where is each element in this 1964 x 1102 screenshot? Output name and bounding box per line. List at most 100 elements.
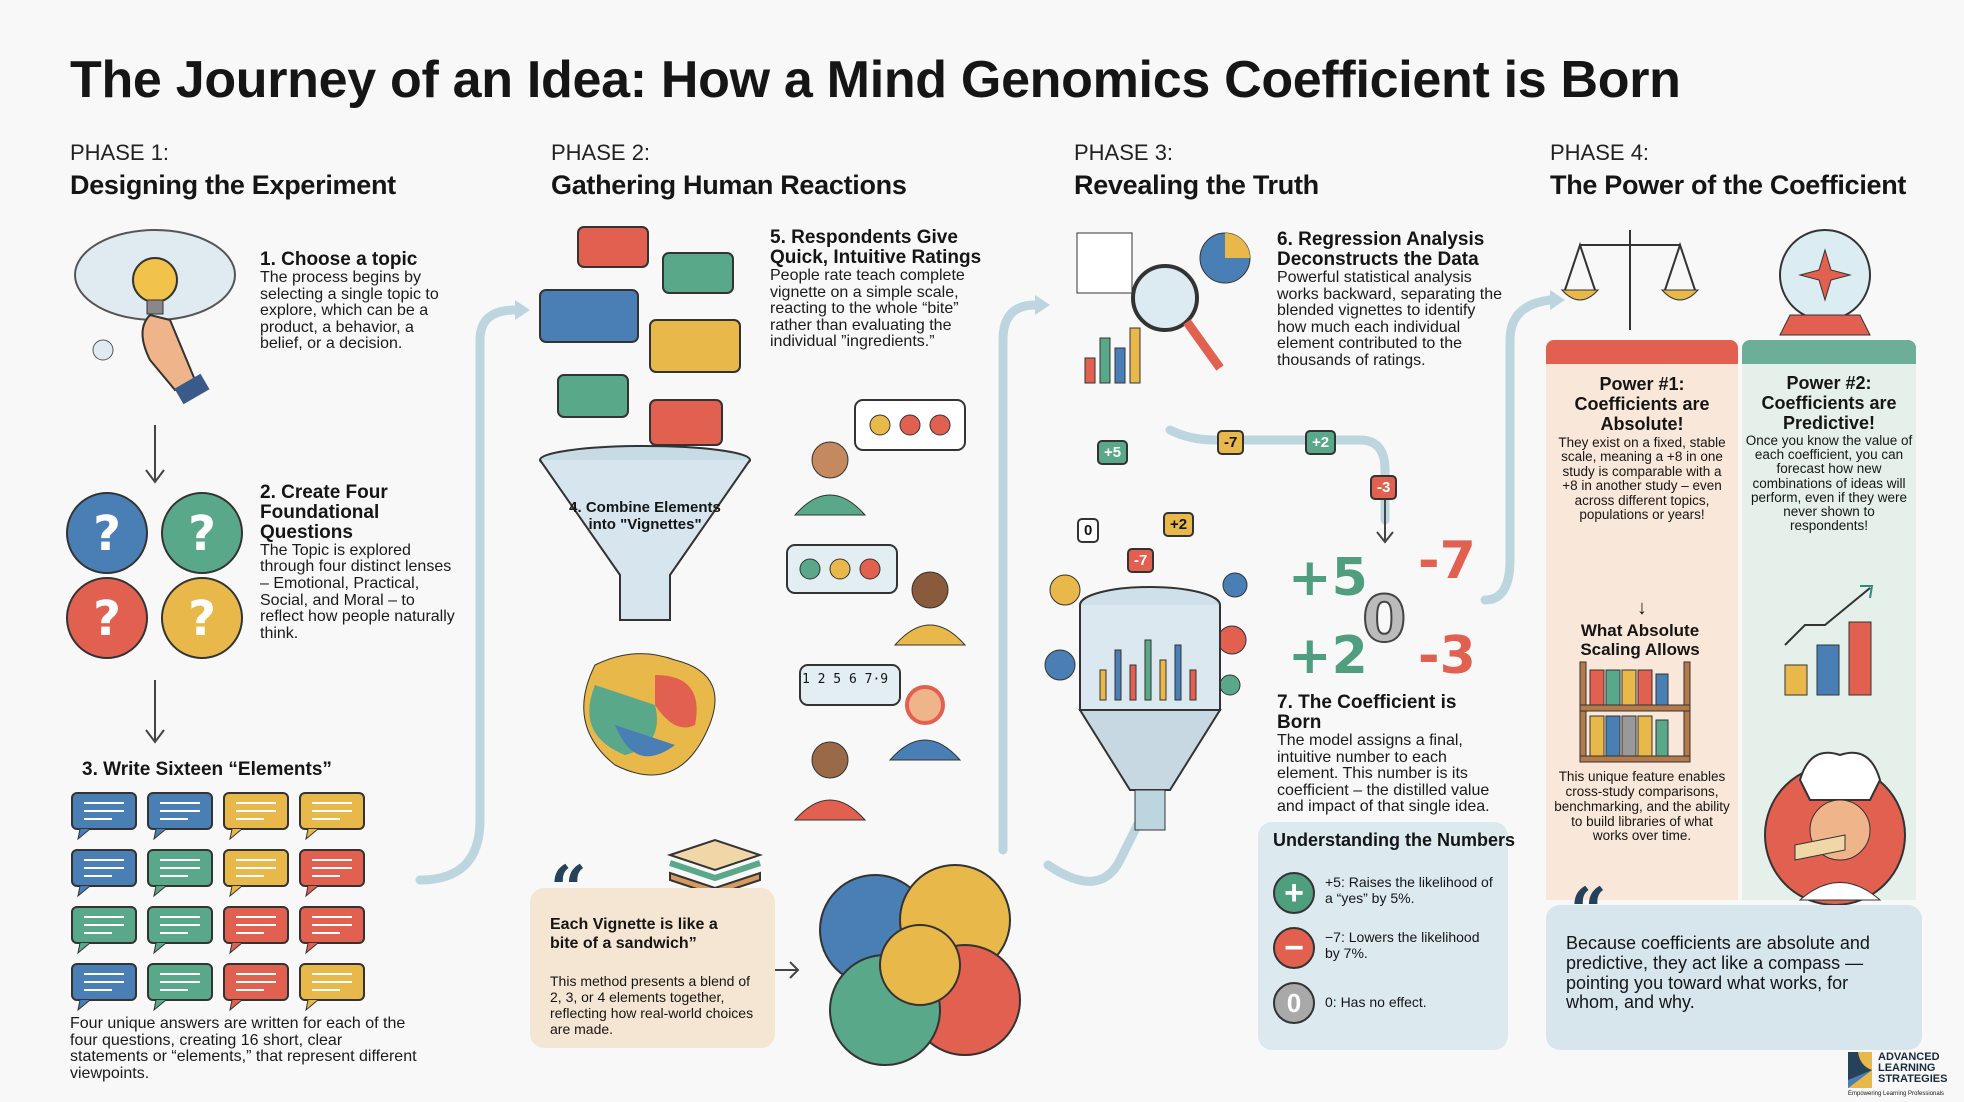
coefficient-chip: -3 [1370, 475, 1398, 500]
svg-text:?: ? [188, 506, 216, 562]
power-1-body-2: This unique feature enables cross-study … [1554, 769, 1730, 844]
phase-title: Revealing the Truth [1074, 170, 1319, 200]
step-body: Four unique answers are written for each… [70, 1015, 417, 1082]
phase-label: PHASE 1: [70, 140, 170, 165]
processing-machine-icon [1044, 572, 1248, 831]
power-1-title: Power #1: Coefficients are Absolute! [1574, 374, 1710, 434]
logo-line: STRATEGIES [1878, 1073, 1948, 1085]
data-analysis-icon [1076, 232, 1251, 384]
element-bubble-icon [223, 906, 289, 955]
step-title: 7. The Coefficient is Born [1277, 692, 1457, 733]
element-bubble-icon [299, 792, 365, 841]
coefficient-chip: +2 [1305, 430, 1337, 455]
bookshelf-icon [1579, 661, 1691, 763]
quote-mark-icon: “ [550, 852, 587, 927]
step-title: 5. Respondents Give Quick, Intuitive Rat… [770, 227, 982, 268]
element-bubble-icon [299, 849, 365, 898]
coefficient-chip: 0 [1077, 518, 1100, 543]
question-bubbles-icon: ? ? ? ? [66, 492, 243, 659]
coefficient-value: -3 [1418, 626, 1476, 686]
element-bubble-icon [147, 906, 213, 955]
step-3-body: Four unique answers are written for each… [70, 1015, 420, 1083]
legend-text: 0: Has no effect. [1325, 994, 1427, 1010]
element-bubble-icon [223, 963, 289, 1012]
respondents-icon [786, 399, 967, 821]
plus-icon: + [1273, 872, 1315, 914]
power-1-panel [1546, 340, 1738, 900]
element-bubble-icon [71, 792, 137, 841]
logo-mark-icon [1848, 1052, 1872, 1088]
svg-text:?: ? [93, 506, 121, 562]
down-arrow-icon: ↓ [1637, 597, 1647, 619]
phase-title: The Power of the Coefficient [1550, 170, 1907, 200]
phase-label: PHASE 4: [1550, 140, 1650, 165]
coefficient-chip: +2 [1163, 512, 1195, 537]
logo-line: LEARNING [1878, 1062, 1936, 1074]
step-body: The process begins by selecting a single… [260, 268, 439, 353]
step-title: 6. Regression Analysis Deconstructs the … [1277, 229, 1485, 270]
logo-tagline: Empowering Learning Professionals [1848, 1091, 1945, 1097]
step-3-title: 3. Write Sixteen “Elements” [82, 760, 332, 780]
step-body: People rate teach complete vignette on a… [770, 266, 965, 351]
coefficient-chip: -7 [1217, 430, 1245, 455]
quote-body: This method presents a blend of 2, 3, or… [550, 973, 754, 1038]
minus-icon: − [1273, 927, 1315, 969]
sandwich-quote-box [530, 888, 775, 1048]
rating-scale: 1 2 5 6 7·9 [802, 672, 889, 687]
phase-title: Designing the Experiment [70, 170, 396, 200]
bottom-quote-text: Because coefficients are absolute and pr… [1566, 933, 1870, 1013]
funnel-icon [539, 445, 751, 776]
logo-line: ADVANCED [1878, 1051, 1940, 1063]
step-6: 6. Regression Analysis Deconstructs the … [1277, 230, 1502, 370]
element-bubble-icon [223, 849, 289, 898]
element-bubble-icon [147, 849, 213, 898]
element-bubbles-grid [71, 792, 365, 1012]
step-5: 5. Respondents Give Quick, Intuitive Rat… [770, 228, 1000, 351]
step-body: The model assigns a final, intuitive num… [1277, 731, 1490, 816]
coefficient-chip: -7 [1127, 548, 1155, 573]
step-body: Powerful statistical analysis works back… [1277, 268, 1502, 369]
power-1-body: They exist on a fixed, stable scale, mea… [1558, 435, 1726, 523]
step-title: 1. Choose a topic [260, 249, 418, 270]
legend-title: Understanding the Numbers [1273, 830, 1516, 850]
coefficient-value: +5 [1288, 548, 1368, 608]
step-title: 3. Write Sixteen “Elements” [82, 759, 332, 780]
phase-label: PHASE 2: [551, 140, 651, 165]
chef-tasting-icon [1764, 751, 1906, 906]
scale-and-crystal-ball-icon [1560, 229, 1871, 336]
element-bubble-icon [147, 792, 213, 841]
phase-1-header: PHASE 1: Designing the Experiment [70, 140, 396, 201]
power-1-subtitle: What Absolute Scaling Allows [1580, 621, 1700, 659]
element-bubble-icon [299, 963, 365, 1012]
bottom-quote-box [1546, 905, 1922, 1050]
phase-title: Gathering Human Reactions [551, 170, 907, 200]
page-title: The Journey of an Idea: How a Mind Genom… [70, 51, 1681, 109]
chat-bubbles-icon [539, 226, 741, 446]
phase-4-header: PHASE 4: The Power of the Coefficient [1550, 140, 1906, 201]
element-bubble-icon [71, 963, 137, 1012]
panel-header-band [1546, 340, 1738, 364]
phase-2-header: PHASE 2: Gathering Human Reactions [551, 140, 907, 201]
quote-mark-icon: “ [1570, 874, 1607, 949]
coefficient-chip: +5 [1097, 440, 1129, 465]
lightbulb-hand-icon [74, 229, 236, 405]
element-bubble-icon [147, 963, 213, 1012]
step-title: 2. Create Four Foundational Questions [260, 482, 388, 543]
element-bubble-icon [223, 792, 289, 841]
phase-3-header: PHASE 3:Revealing the Truth [1074, 140, 1319, 201]
coefficient-value: 0 [1361, 583, 1408, 657]
power-2-body: Once you know the value of each coeffici… [1745, 433, 1913, 534]
power-2-title: Power #2: Coefficients are Predictive! [1761, 373, 1897, 433]
step-body: The Topic is explored through four disti… [260, 541, 455, 642]
element-bubble-icon [71, 849, 137, 898]
step-4-label: 4. Combine Elements into "Vignettes" [569, 499, 721, 533]
legend-text: −7: Lowers the likelihood by 7%. [1325, 929, 1480, 962]
quote-title: Each Vignette is like a bite of a sandwi… [550, 916, 718, 953]
coefficient-value: +2 [1288, 626, 1368, 686]
svg-text:?: ? [188, 591, 216, 647]
element-bubble-icon [299, 906, 365, 955]
panel-header-band [1742, 340, 1916, 364]
